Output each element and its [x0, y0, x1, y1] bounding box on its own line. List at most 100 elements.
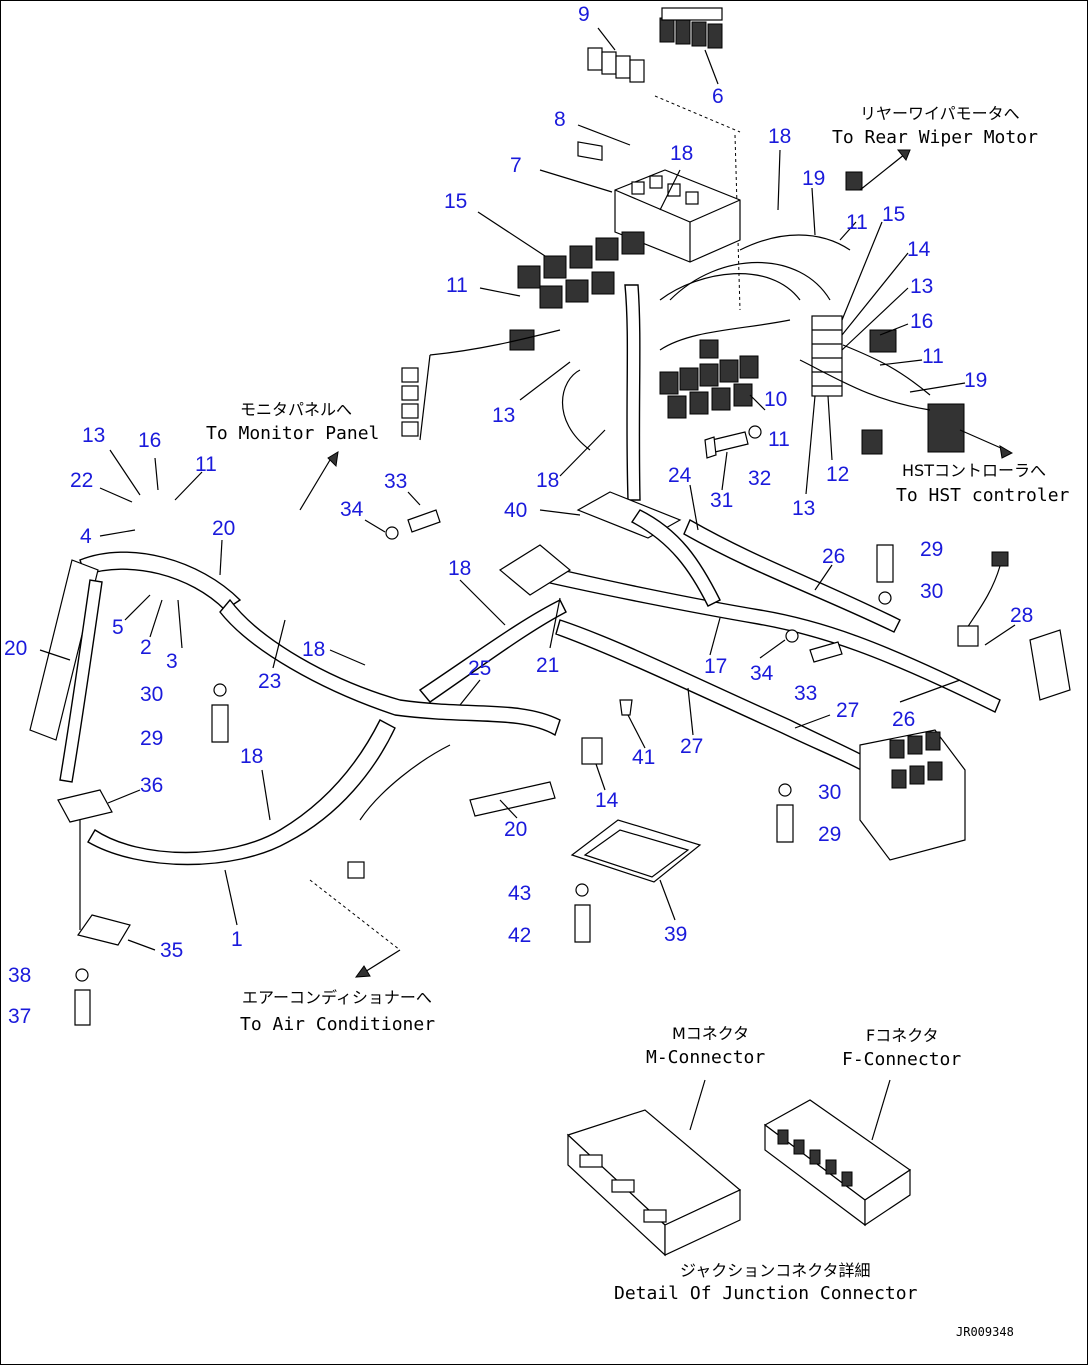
bolt-31: [704, 431, 749, 459]
relay-cluster-15: [509, 231, 645, 351]
callout-29: 29: [140, 727, 163, 750]
leader-lines: [39, 27, 1016, 951]
callout-41: 41: [632, 746, 655, 769]
callout-2: 2: [140, 636, 152, 659]
callout-23: 23: [258, 670, 281, 693]
callout-38: 38: [8, 964, 31, 987]
callout-10: 10: [764, 388, 787, 411]
callout-13: 13: [492, 404, 515, 427]
washer-43: [575, 883, 589, 897]
bolt-37: [74, 989, 91, 1026]
callout-37: 37: [8, 1005, 31, 1028]
callout-28: 28: [1010, 604, 1033, 627]
annotation-notes: リヤーワイパモータへ To Rear Wiper Motor モニタパネルへ T…: [206, 104, 1070, 1339]
connector-group-9: [577, 47, 645, 161]
callout-21: 21: [536, 654, 559, 677]
callout-11: 11: [922, 345, 944, 368]
bracket-21: [498, 544, 572, 596]
callout-18: 18: [302, 638, 325, 661]
callout-36: 36: [140, 774, 163, 797]
plate-35: [77, 914, 131, 946]
callout-22: 22: [70, 469, 93, 492]
relay-group-10: [659, 339, 759, 419]
callout-12: 12: [826, 463, 849, 486]
cover-20-mid: [469, 781, 556, 817]
drawing-code: JR009348: [956, 1325, 1014, 1339]
clamp-36: [57, 789, 113, 823]
callout-33: 33: [384, 470, 407, 493]
washer-38: [75, 968, 89, 982]
callout-11: 11: [195, 453, 217, 476]
callout-40: 40: [504, 499, 527, 522]
callout-20: 20: [504, 818, 527, 841]
callout-17: 17: [704, 655, 727, 678]
callout-18: 18: [670, 142, 693, 165]
callout-35: 35: [160, 939, 183, 962]
m-connector-note-jp: Mコネクタ: [672, 1024, 749, 1043]
connector-14-lower: [581, 737, 603, 765]
callout-18: 18: [768, 125, 791, 148]
aircon-note-jp: エアーコンディショナーへ: [242, 988, 432, 1007]
callout-20: 20: [212, 517, 235, 540]
callout-4: 4: [80, 525, 92, 548]
callout-15: 15: [444, 190, 467, 213]
callout-32: 32: [748, 467, 771, 490]
rear-wiper-note-en: To Rear Wiper Motor: [832, 127, 1038, 148]
callout-18: 18: [448, 557, 471, 580]
callout-7: 7: [510, 154, 522, 177]
hst-note-jp: HSTコントローラへ: [902, 461, 1046, 480]
callout-14: 14: [907, 238, 931, 261]
washer-30c: [778, 783, 792, 797]
callout-33: 33: [794, 682, 817, 705]
callout-13: 13: [82, 424, 105, 447]
callout-29: 29: [818, 823, 841, 846]
f-connector-note-en: F-Connector: [842, 1049, 961, 1070]
hst-note-en: To HST controler: [896, 485, 1070, 506]
callout-26: 26: [892, 708, 915, 731]
bolt-33a: [407, 509, 441, 533]
nut-34b: [785, 629, 799, 643]
m-connector-drawing: [566, 1109, 742, 1257]
junction-connector-stack: [811, 171, 965, 455]
callout-31: 31: [710, 489, 733, 512]
bolt-29c: [776, 804, 794, 843]
callout-29: 29: [920, 538, 943, 561]
bolt-33b: [809, 641, 843, 663]
callout-42: 42: [508, 924, 531, 947]
callout-3: 3: [166, 650, 178, 673]
callout-18: 18: [536, 469, 559, 492]
callout-13: 13: [910, 275, 933, 298]
connector-28: [957, 551, 1071, 701]
callout-11: 11: [846, 211, 868, 234]
callout-9: 9: [578, 3, 590, 26]
connector-group-6: [659, 7, 723, 49]
aircon-note-en: To Air Conditioner: [240, 1014, 435, 1035]
callout-43: 43: [508, 882, 531, 905]
callout-19: 19: [964, 369, 987, 392]
rear-wiper-note-jp: リヤーワイパモータへ: [860, 104, 1020, 123]
washer-30a: [213, 683, 227, 697]
bolt-29b: [876, 544, 894, 583]
callout-24: 24: [668, 464, 692, 487]
callout-15: 15: [882, 203, 905, 226]
relay-group-26: [859, 729, 966, 861]
f-connector-note-jp: Fコネクタ: [866, 1026, 939, 1045]
detail-note-jp: ジャクションコネクタ詳細: [680, 1261, 871, 1280]
washer-30b: [878, 591, 892, 605]
detail-note-en: Detail Of Junction Connector: [614, 1283, 918, 1304]
monitor-note-jp: モニタパネルへ: [240, 400, 352, 419]
callout-39: 39: [664, 923, 687, 946]
callout-34: 34: [340, 498, 364, 521]
callout-26: 26: [822, 545, 845, 568]
bolt-42: [574, 904, 591, 943]
relay-box-7: [614, 169, 741, 263]
callout-19: 19: [802, 167, 825, 190]
monitor-connectors: [401, 367, 419, 437]
callout-11: 11: [768, 428, 790, 451]
bolt-29a: [211, 704, 229, 743]
callout-18: 18: [240, 745, 263, 768]
callout-20: 20: [4, 637, 27, 660]
callout-16: 16: [138, 429, 161, 452]
